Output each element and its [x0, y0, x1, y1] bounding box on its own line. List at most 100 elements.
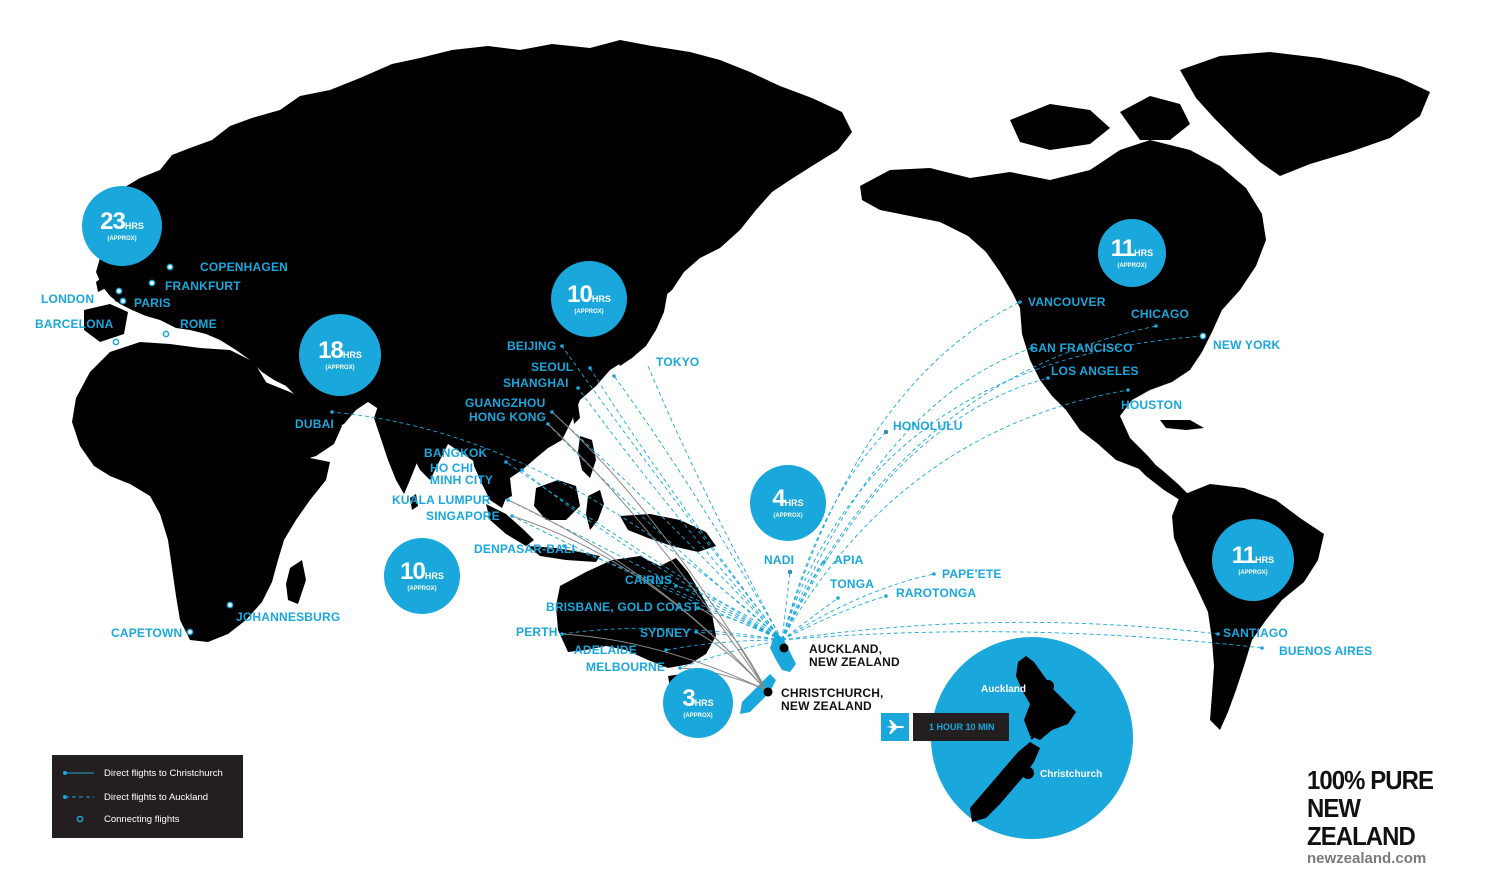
dot-beijing: [560, 344, 564, 348]
auckland-routes: [329, 301, 1263, 669]
bubble-europe-unit: HRS: [124, 220, 144, 231]
label-barcelona: BARCELONA: [35, 317, 114, 331]
bubble-pacific: 4HRS (APPROX): [750, 465, 826, 541]
route-kualalumpur: [507, 499, 783, 641]
legend-solid-label: Direct flights to Christchurch: [104, 768, 223, 779]
dot-dubai: [330, 410, 334, 414]
greenland-landmass: [1180, 52, 1430, 176]
arctic-islands-landmass: [1010, 104, 1110, 150]
bubble-middleeast-unit: HRS: [342, 349, 362, 360]
bubble-australia-num: 3: [682, 684, 695, 712]
route-sydney: [695, 631, 783, 641]
route-singapore: [511, 515, 783, 641]
label-tonga: TONGA: [830, 577, 875, 591]
dot-hongkong: [546, 422, 550, 426]
inset-label-auckland: Auckland: [981, 684, 1027, 695]
label-honolulu: HONOLULU: [893, 419, 963, 433]
inset-label-christchurch: Christchurch: [1040, 769, 1103, 780]
iberia-landmass: [84, 304, 128, 342]
route-losangeles: [781, 377, 1049, 641]
dot-adelaide: [664, 648, 668, 652]
label-denpasar: DENPASAR-BALI: [474, 542, 576, 556]
path-dot: [1030, 736, 1034, 740]
marker-copenhagen: [166, 263, 174, 271]
bubble-europe-approx: (APPROX): [107, 235, 137, 242]
route-newyork: [781, 335, 1205, 641]
dot-cairns: [674, 584, 678, 588]
hub-auckland-dot: [779, 643, 789, 653]
bubble-asia-unit: HRS: [591, 293, 611, 304]
dot-santiago: [1216, 632, 1220, 636]
label-auckland-line1: AUCKLAND,: [809, 642, 883, 656]
bubble-africa-approx: (APPROX): [407, 585, 437, 592]
path-dot: [1038, 700, 1042, 704]
bubble-middleeast: 18HRS (APPROX): [299, 314, 381, 396]
inset-auckland-dot: [1042, 680, 1054, 692]
label-adelaide: ADELAIDE: [574, 643, 637, 657]
japan-landmass: [616, 276, 668, 366]
bubble-southamerica-approx: (APPROX): [1238, 569, 1268, 576]
label-hochiminh-line1: HO CHI: [430, 461, 474, 475]
label-hongkong: HONG KONG: [469, 410, 547, 424]
label-paris: PARIS: [134, 296, 171, 310]
route-sanfrancisco: [781, 347, 1033, 641]
brand-url: newzealand.com: [1307, 850, 1427, 867]
north-america-landmass: [860, 140, 1266, 470]
marker-johannesburg: [226, 601, 234, 609]
madagascar-landmass: [286, 560, 306, 604]
label-christchurch-line1: CHRISTCHURCH,: [781, 686, 884, 700]
label-papeete: PAPE'ETE: [942, 567, 1002, 581]
label-copenhagen: COPENHAGEN: [200, 260, 289, 274]
route-hongkong: [547, 423, 783, 641]
bubble-africa: 10HRS (APPROX): [384, 538, 460, 614]
dot-losangeles: [1046, 376, 1050, 380]
flight-time-tag: 1 HOUR 10 MIN: [881, 713, 1009, 741]
city-markers: [112, 263, 1207, 636]
marker-frankfurt: [148, 279, 156, 287]
label-apia: APIA: [834, 553, 864, 567]
label-sydney: SYDNEY: [640, 626, 691, 640]
bubble-australia: 3HRS (APPROX): [663, 668, 733, 738]
label-christchurch-line2: NEW ZEALAND: [781, 699, 872, 713]
route-honolulu: [781, 431, 887, 641]
ireland-landmass: [96, 276, 106, 292]
dot-papeete: [932, 572, 936, 576]
route-houston: [781, 389, 1129, 641]
label-perth: PERTH: [516, 625, 558, 639]
route-beijing: [561, 345, 783, 641]
route-bangkok: [505, 461, 783, 641]
britain-landmass: [108, 262, 130, 302]
dot-bangkok: [504, 460, 508, 464]
borneo-landmass: [534, 480, 580, 520]
srilanka-landmass: [410, 494, 418, 510]
scandinavia-landmass: [148, 176, 232, 262]
bubble-northamerica-num: 11: [1110, 234, 1135, 262]
sulawesi-landmass: [586, 490, 604, 530]
new-guinea-landmass: [620, 514, 716, 552]
label-sanfrancisco: SAN FRANCISCO: [1030, 341, 1133, 355]
legend-solid-row: Direct flights to Christchurch: [52, 767, 243, 781]
direct-markers: [330, 300, 1264, 670]
label-dubai: DUBAI: [295, 417, 334, 431]
marker-newyork: [1199, 332, 1207, 340]
label-losangeles: LOS ANGELES: [1051, 364, 1139, 378]
legend-dashed-row: Direct flights to Auckland: [52, 791, 243, 805]
africa-landmass: [72, 342, 330, 642]
label-nadi: NADI: [764, 553, 795, 567]
bubble-asia-approx: (APPROX): [574, 308, 604, 315]
nz-south-island: [740, 674, 776, 714]
route-santiago: [781, 621, 1219, 641]
legend-connecting-icon: [76, 815, 84, 823]
marker-capetown: [186, 628, 194, 636]
label-london: LONDON: [41, 292, 95, 306]
label-johannesburg: JOHANNESBURG: [236, 610, 341, 624]
route-denpasar: [563, 545, 783, 641]
marker-rome: [162, 330, 170, 338]
dot-nadi: [788, 570, 792, 574]
bubble-middleeast-approx: (APPROX): [325, 364, 355, 371]
label-capetown: CAPETOWN: [111, 626, 183, 640]
route-buenosaires: [781, 631, 1263, 649]
dot-kualalumpur: [506, 498, 510, 502]
